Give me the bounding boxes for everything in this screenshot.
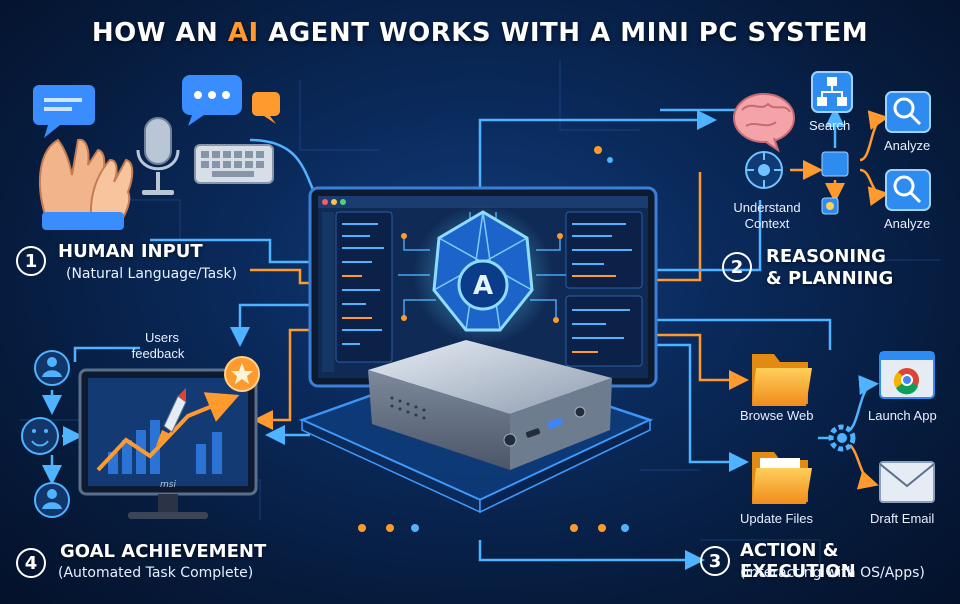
mini-pc [298, 340, 654, 514]
step-3-heading: ACTION & EXECUTION [740, 540, 856, 582]
step-1-number: 1 [16, 246, 46, 276]
rocket-icon [156, 388, 187, 446]
center-logo-letter: A [472, 271, 494, 301]
browser-app-icon [879, 351, 935, 399]
monitor-brand: msi [160, 480, 176, 490]
step-2-heading-line2: & PLANNING [766, 268, 894, 289]
launch-app-label: Launch App [868, 408, 937, 423]
keyboard-icon [194, 144, 274, 184]
title-text-before: HOW AN [91, 18, 228, 48]
central-monitor [308, 186, 658, 388]
hands-icon [38, 138, 134, 230]
connector-dots [358, 146, 633, 532]
title-text-after: AGENT WORKS WITH A MINI PC SYSTEM [258, 18, 869, 48]
step-4-heading: GOAL ACHIEVEMENT [60, 541, 267, 562]
node-icon [821, 151, 849, 215]
folder-icon-update [752, 452, 812, 504]
microphone-icon [136, 117, 180, 195]
step-2-heading-line1: REASONING [766, 246, 886, 267]
step-3-detail: (interacting with OS/Apps) [740, 565, 925, 581]
search-label: Search [809, 118, 851, 133]
step-2-number: 2 [722, 252, 752, 282]
page-title: HOW AN AI AGENT WORKS WITH A MINI PC SYS… [0, 18, 960, 48]
step-3-number: 3 [700, 546, 730, 576]
step-4-detail: (Automated Task Complete) [58, 565, 254, 581]
title-highlight: AI [227, 18, 259, 48]
feedback-label-line1: Users [145, 330, 179, 345]
analyze-label-top: Analyze [884, 138, 931, 153]
update-files-label: Update Files [740, 511, 813, 526]
gear-icon [828, 424, 856, 452]
analyze-icon-bottom [885, 169, 931, 211]
user-icon-bottom [34, 482, 70, 518]
feedback-label-line2: feedback [131, 346, 185, 361]
browse-web-label: Browse Web [740, 408, 814, 423]
smiley-icon [21, 417, 59, 455]
user-icon-top [34, 350, 70, 386]
results-monitor [78, 368, 258, 519]
star-badge-icon [224, 356, 260, 392]
folder-icon-browse [752, 354, 812, 406]
understand-label-line2: Context [744, 216, 790, 231]
step-4-number: 4 [16, 548, 46, 578]
draft-email-label: Draft Email [870, 511, 935, 526]
brain-icon [733, 93, 795, 153]
analyze-label-bottom: Analyze [884, 216, 931, 231]
email-icon [879, 461, 935, 503]
chat-dots-icon [182, 75, 280, 126]
step-1-heading: HUMAN INPUT [58, 241, 203, 262]
step-1-detail: (Natural Language/Task) [66, 266, 238, 282]
speech-bubble-icon [33, 85, 95, 138]
search-hierarchy-icon [811, 71, 853, 113]
connector-dots-blue [411, 157, 629, 532]
understand-label-line1: Understand [733, 200, 801, 215]
analyze-icon-top [885, 91, 931, 133]
understand-context-icon [745, 151, 783, 189]
